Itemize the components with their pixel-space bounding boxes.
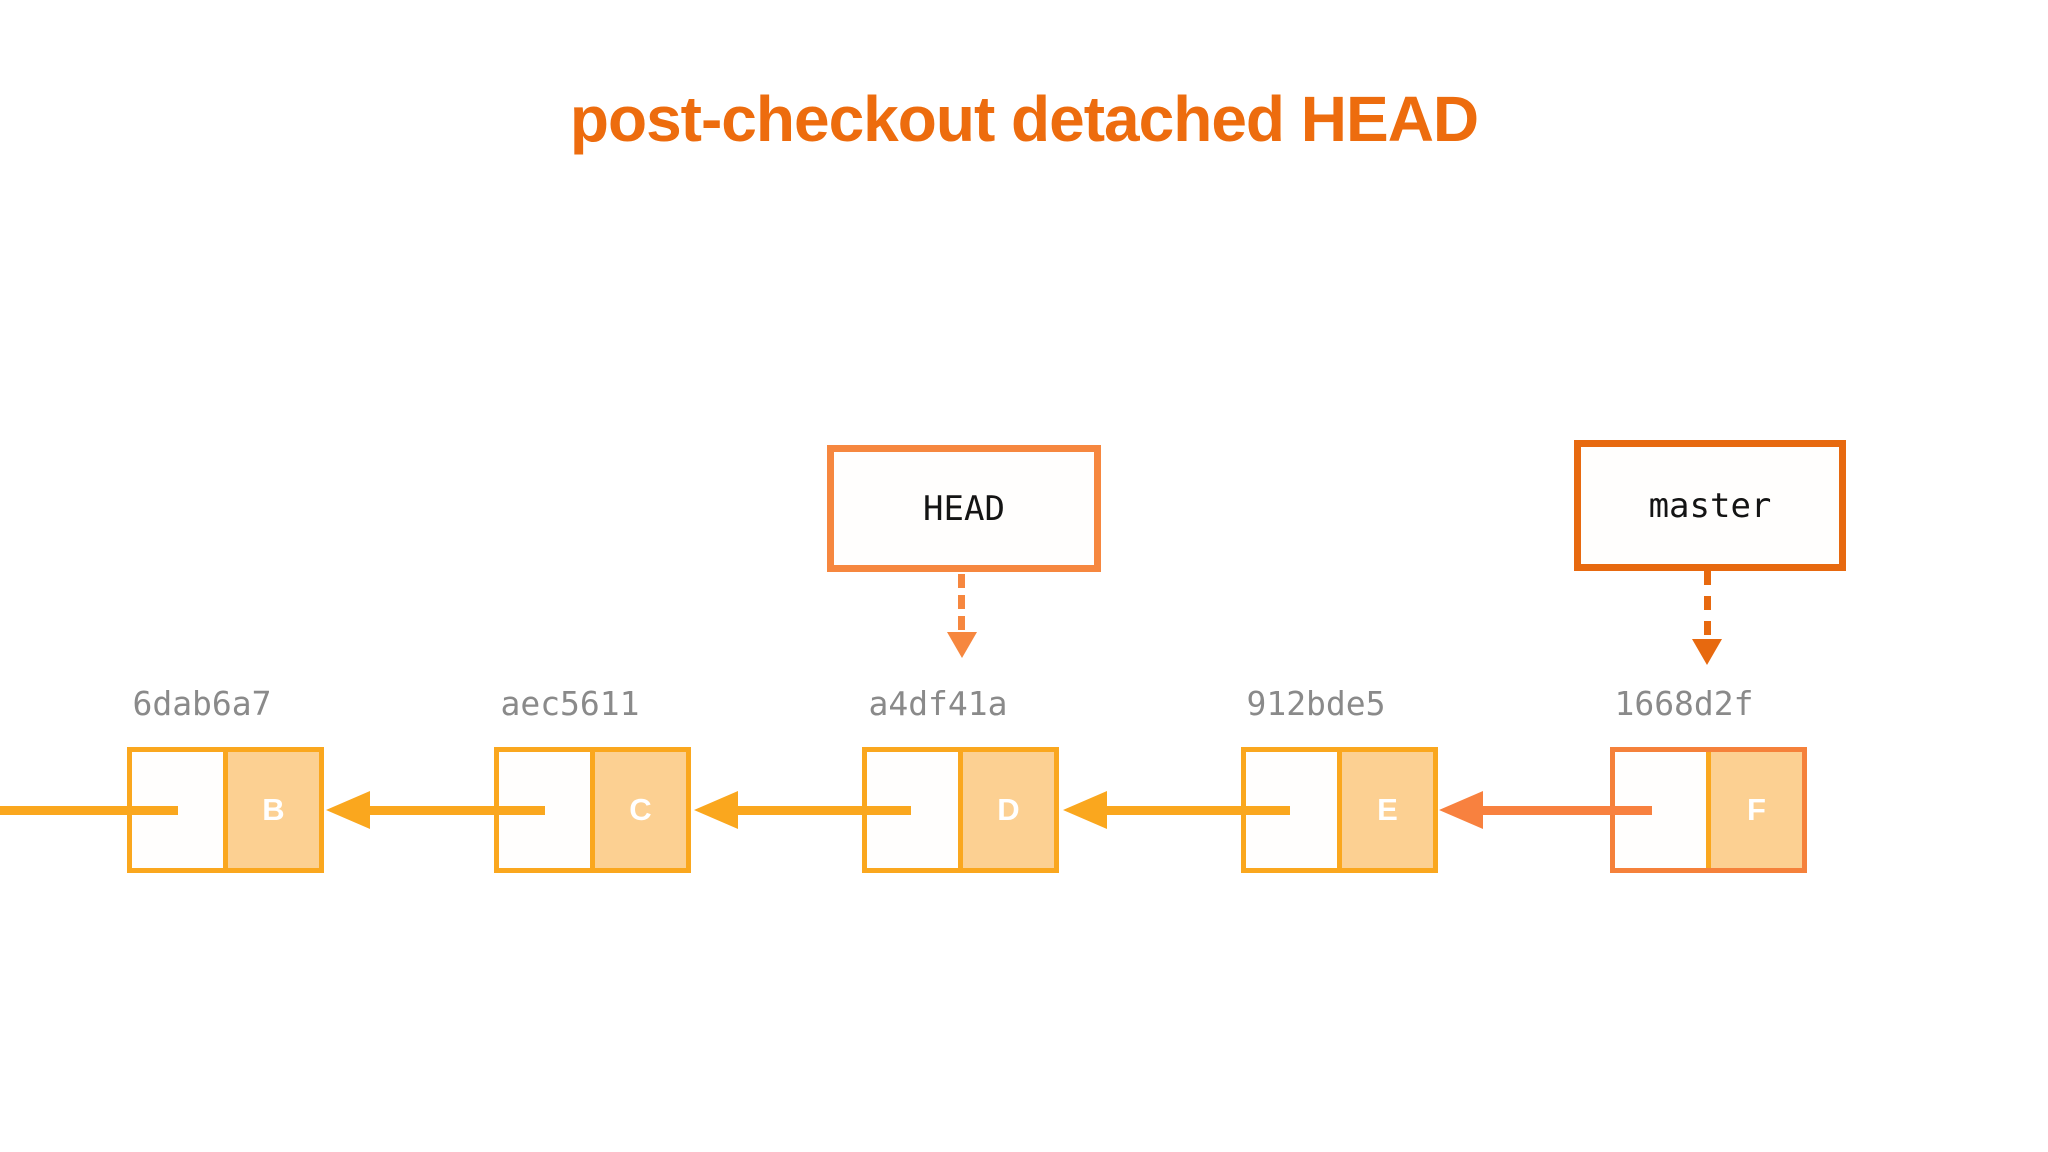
commit-hash-label: a4df41a [868, 684, 1008, 723]
commit-letter-cell: B [228, 752, 319, 868]
edge-c-to-b [364, 806, 545, 815]
parent-pointer-cell [867, 752, 963, 868]
commit-hash-label: 1668d2f [1614, 684, 1754, 723]
head-arrow-down-icon [947, 632, 977, 658]
head-ref-label: HEAD [923, 488, 1005, 529]
edge-b-to-offscreen-parent [0, 806, 178, 815]
edge-f-to-e [1477, 806, 1652, 815]
head-ref-box: HEAD [827, 445, 1101, 572]
parent-pointer-cell [1246, 752, 1342, 868]
commit-letter-cell: E [1342, 752, 1433, 868]
arrow-left-icon [326, 791, 370, 829]
arrow-left-icon [694, 791, 738, 829]
commit-letter-cell: D [963, 752, 1054, 868]
head-pointer-dashed-line [958, 574, 965, 630]
master-arrow-down-icon [1692, 639, 1722, 665]
edge-d-to-c [732, 806, 911, 815]
arrow-left-icon [1439, 791, 1483, 829]
commit-node-b: B [127, 747, 324, 873]
commit-letter-cell: F [1711, 752, 1802, 868]
master-ref-box: master [1574, 440, 1846, 571]
commit-letter-cell: C [595, 752, 686, 868]
edge-e-to-d [1101, 806, 1290, 815]
parent-pointer-cell [1615, 752, 1711, 868]
commit-hash-label: 912bde5 [1246, 684, 1386, 723]
master-ref-label: master [1648, 485, 1772, 526]
diagram-title: post-checkout detached HEAD [569, 83, 1479, 155]
commit-hash-label: 6dab6a7 [132, 684, 272, 723]
arrow-left-icon [1063, 791, 1107, 829]
parent-pointer-cell [499, 752, 595, 868]
commit-hash-label: aec5611 [500, 684, 640, 723]
master-pointer-dashed-line [1704, 571, 1711, 635]
parent-pointer-cell [132, 752, 228, 868]
